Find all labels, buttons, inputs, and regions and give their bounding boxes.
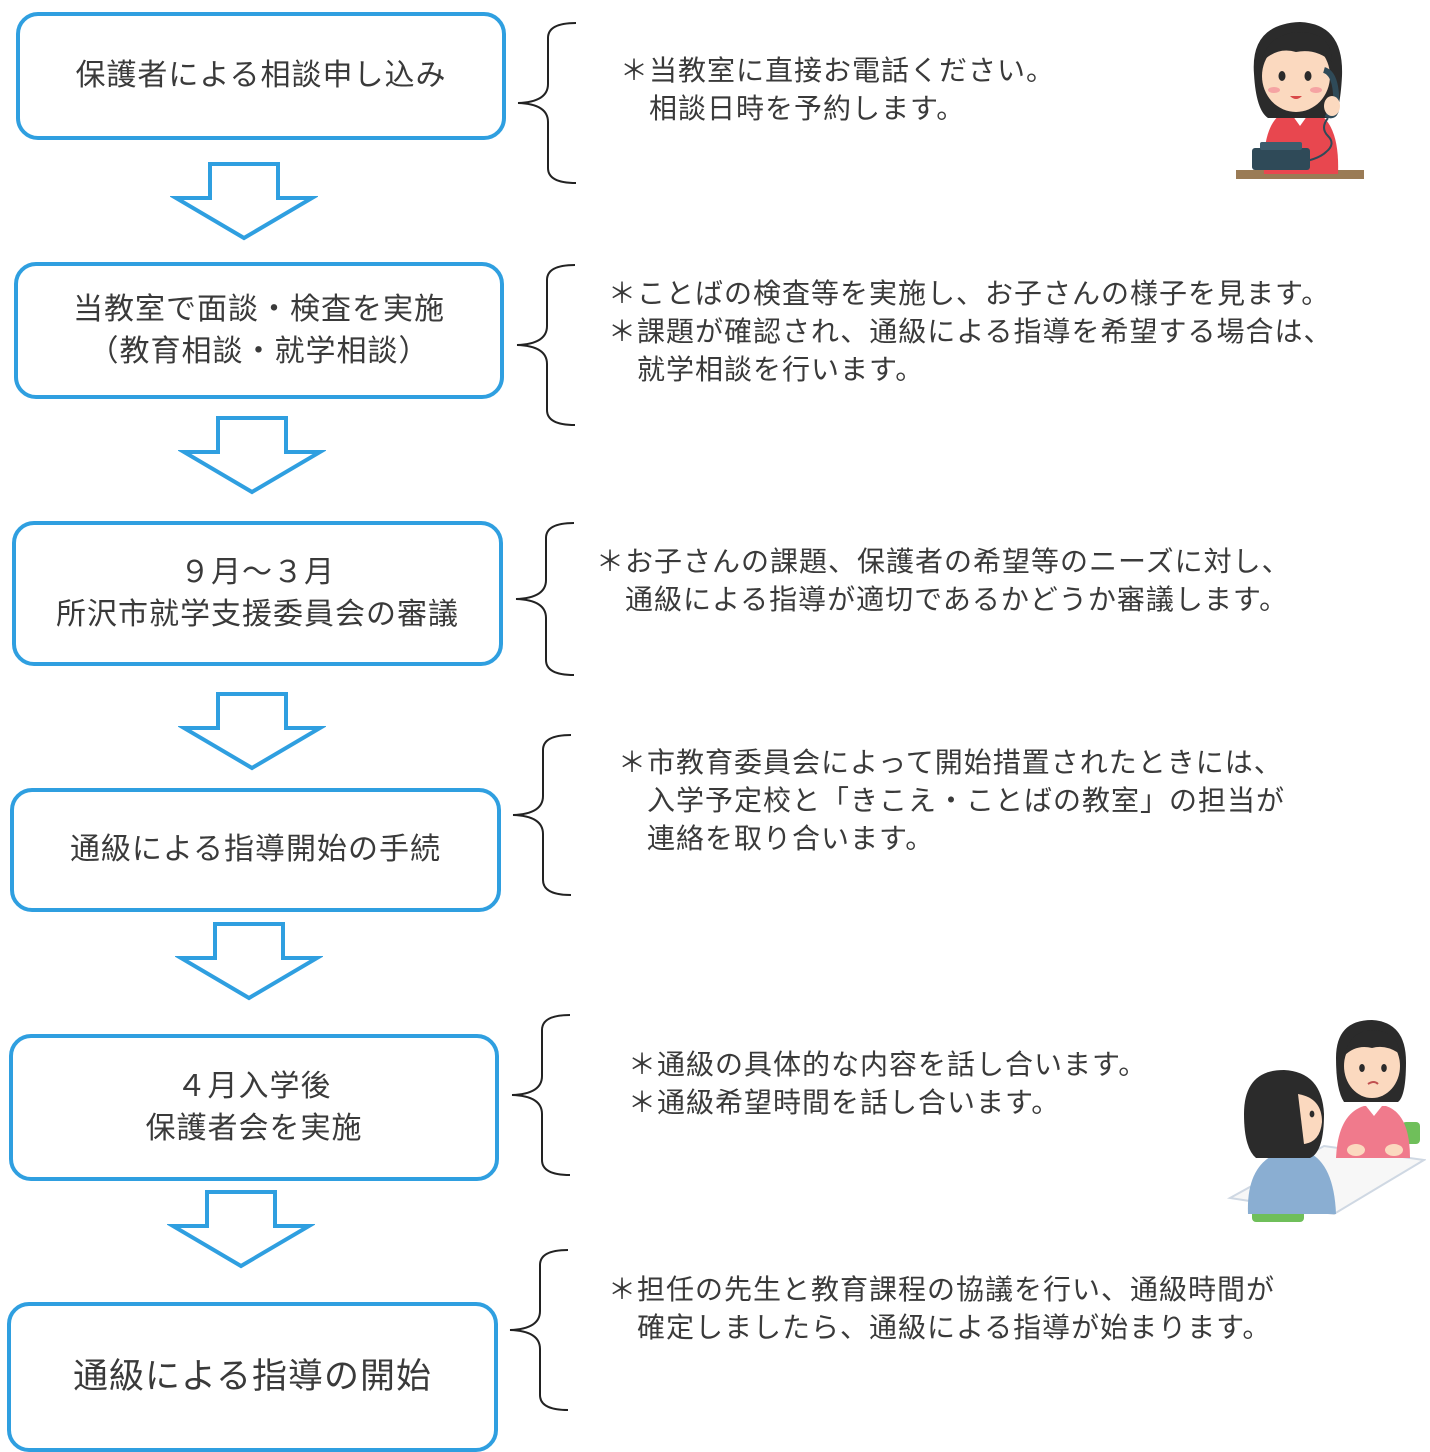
step-label: 当教室で面談・検査を実施 [73, 292, 445, 328]
two-people-talking-icon [1226, 1020, 1426, 1222]
step-note: ＊市教育委員会によって開始措置されたときには、 入学予定校と「きこえ・ことばの教… [618, 746, 1286, 856]
curly-brace [509, 1249, 569, 1411]
step-box-start-procedure: 通級による指導開始の手続 [10, 788, 501, 912]
step-note: ＊お子さんの課題、保護者の希望等のニーズに対し、 通級による指導が適切であるかど… [596, 545, 1291, 617]
step-label: ４月入学後 [176, 1069, 332, 1105]
down-arrow-icon [167, 1190, 315, 1269]
curly-brace [516, 264, 576, 426]
woman-on-phone-icon [1236, 22, 1364, 179]
step-sublabel: 所沢市就学支援委員会の審議 [56, 596, 459, 632]
down-arrow-icon [175, 922, 323, 1001]
step-sublabel: （教育相談・就学相談） [88, 333, 430, 369]
step-label: 保護者による相談申し込み [75, 58, 447, 94]
step-note: ＊当教室に直接お電話ください。 相談日時を予約します。 [620, 54, 1056, 126]
step-note: ＊通級の具体的な内容を話し合います。 ＊通級希望時間を話し合います。 [628, 1048, 1148, 1120]
step-box-guidance-start: 通級による指導の開始 [7, 1302, 498, 1452]
down-arrow-icon [170, 162, 318, 241]
down-arrow-icon [178, 692, 326, 771]
step-note: ＊担任の先生と教育課程の協議を行い、通級時間が 確定しましたら、通級による指導が… [608, 1273, 1276, 1345]
curly-brace [511, 1014, 571, 1176]
step-sublabel: 保護者会を実施 [145, 1110, 363, 1146]
step-note: ＊ことばの検査等を実施し、お子さんの様子を見ます。 ＊課題が確認され、通級による… [608, 277, 1333, 387]
step-label: 通級による指導の開始 [73, 1356, 432, 1397]
curly-brace [515, 522, 575, 676]
step-box-consultation-request: 保護者による相談申し込み [16, 12, 506, 140]
step-box-interview-and-test: 当教室で面談・検査を実施 （教育相談・就学相談） [14, 262, 504, 399]
curly-brace [512, 734, 572, 896]
step-box-committee-review: ９月～３月 所沢市就学支援委員会の審議 [12, 521, 503, 666]
curly-brace [517, 22, 577, 184]
step-box-parents-meeting: ４月入学後 保護者会を実施 [9, 1034, 499, 1181]
step-label: 通級による指導開始の手続 [69, 832, 442, 868]
step-label: ９月～３月 [180, 555, 335, 591]
down-arrow-icon [178, 416, 326, 495]
